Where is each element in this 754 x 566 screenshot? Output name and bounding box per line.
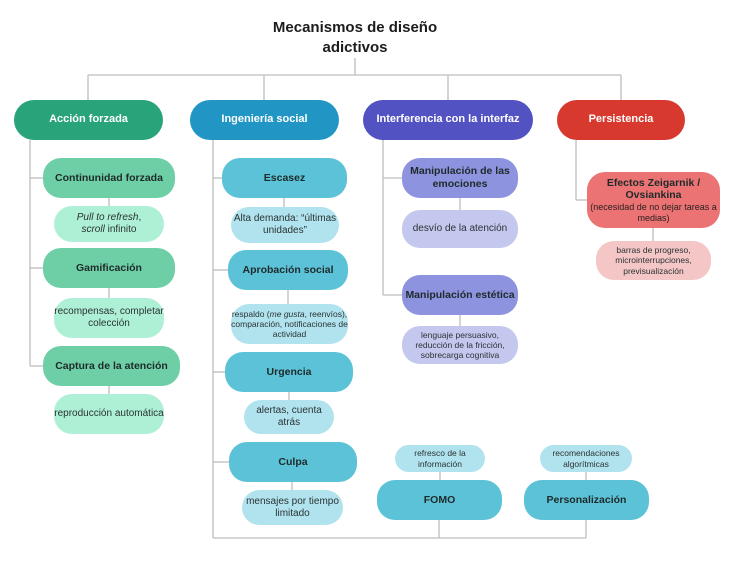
leaf-refresco: refresco de la información [395, 445, 485, 472]
leaf-text: desvío de la atención [412, 223, 508, 234]
node-manipulacion-emociones: Manipulación de las emociones [402, 158, 518, 198]
category-interferencia: Interferencia con la interfaz [363, 100, 533, 140]
node-label: Captura de la atención [55, 359, 168, 372]
leaf-text: refresco de la información [414, 448, 466, 469]
node-label: Escasez [263, 171, 306, 184]
category-accion-forzada: Acción forzada [14, 100, 163, 140]
node-label: Manipulación de las emociones [410, 165, 510, 190]
category-label: Interferencia con la interfaz [376, 113, 520, 126]
leaf-text: recomendaciones algorítmicas [552, 448, 620, 469]
leaf-emphasis-1: Pull to refresh [76, 212, 139, 223]
leaf-recomendaciones: recomendaciones algorítmicas [540, 445, 632, 472]
title-line-2: adictivos [322, 38, 388, 56]
node-culpa: Culpa [229, 442, 357, 482]
node-captura-atencion: Captura de la atención [43, 346, 180, 386]
node-gamificacion: Gamificación [43, 248, 175, 288]
leaf-text: barras de progreso, microinterrupciones,… [615, 245, 692, 276]
leaf-recompensas: recompensas, completar colección [54, 298, 164, 338]
leaf-text-2: , reenvíos), comparación, notificaciones… [231, 308, 348, 340]
leaf-alertas: alertas, cuenta atrás [244, 400, 334, 434]
leaf-emphasis-2: scroll [81, 224, 105, 235]
title-line-1: Mecanismos de diseño [272, 19, 438, 36]
leaf-text: respaldo (me gusta, reenvíos), comparaci… [231, 309, 348, 340]
node-manipulacion-estetica: Manipulación estética [402, 275, 518, 315]
node-fomo: FOMO [377, 480, 502, 520]
leaf-text: alertas, cuenta atrás [256, 405, 322, 428]
node-note: (necesidad de no dejar tareas a medias) [590, 201, 717, 223]
leaf-text: lenguaje persuasivo, reducción de la fri… [415, 329, 505, 361]
node-urgencia: Urgencia [225, 352, 353, 392]
category-ingenieria-social: Ingeniería social [190, 100, 339, 140]
node-aprobacion-social: Aprobación social [228, 250, 348, 290]
node-continuidad-forzada: Continunidad forzada [43, 158, 175, 198]
node-label: FOMO [423, 493, 456, 506]
leaf-respaldo: respaldo (me gusta, reenvíos), comparaci… [231, 304, 348, 344]
leaf-text: reproducción automática [54, 408, 164, 419]
node-label: Gamificación [76, 261, 142, 274]
leaf-emphasis-1: me gusta [269, 308, 305, 319]
leaf-lenguaje-persuasivo: lenguaje persuasivo, reducción de la fri… [402, 326, 518, 364]
leaf-text-1: respaldo ( [231, 308, 270, 319]
node-label: Culpa [278, 455, 308, 468]
node-label: Efectos Zeigarnik / Ovsiankina [606, 176, 701, 202]
node-label: Continunidad forzada [55, 171, 163, 184]
leaf-desvio-atencion: desvío de la atención [402, 210, 518, 248]
leaf-pull-to-refresh: Pull to refresh, scroll infinito [54, 206, 164, 242]
leaf-reproduccion: reproducción automática [54, 394, 164, 434]
category-label: Acción forzada [49, 113, 128, 126]
diagram-title: Mecanismos de diseño adictivos [250, 18, 460, 57]
leaf-alta-demanda: Alta demanda: “últimas unidades” [231, 207, 339, 243]
category-label: Ingeniería social [221, 113, 308, 126]
leaf-text: mensajes por tiempo limitado [246, 495, 339, 519]
node-label: Aprobación social [242, 263, 334, 276]
node-label: Personalización [546, 493, 627, 506]
leaf-text: Pull to refresh, scroll infinito [77, 212, 141, 236]
node-label: Manipulación estética [405, 288, 515, 301]
leaf-barras-progreso: barras de progreso, microinterrupciones,… [596, 241, 711, 280]
node-label: Urgencia [266, 365, 312, 378]
node-efectos-zeigarnik: Efectos Zeigarnik / Ovsiankina (necesida… [587, 172, 720, 228]
node-escasez: Escasez [222, 158, 347, 198]
leaf-text-1: , [138, 212, 142, 223]
category-label: Persistencia [588, 113, 654, 126]
category-persistencia: Persistencia [557, 100, 685, 140]
leaf-text: recompensas, completar colección [54, 306, 164, 329]
leaf-text-2: infinito [104, 224, 137, 235]
node-personalizacion: Personalización [524, 480, 649, 520]
leaf-mensajes: mensajes por tiempo limitado [242, 490, 343, 525]
leaf-text: Alta demanda: “últimas unidades” [233, 213, 337, 236]
